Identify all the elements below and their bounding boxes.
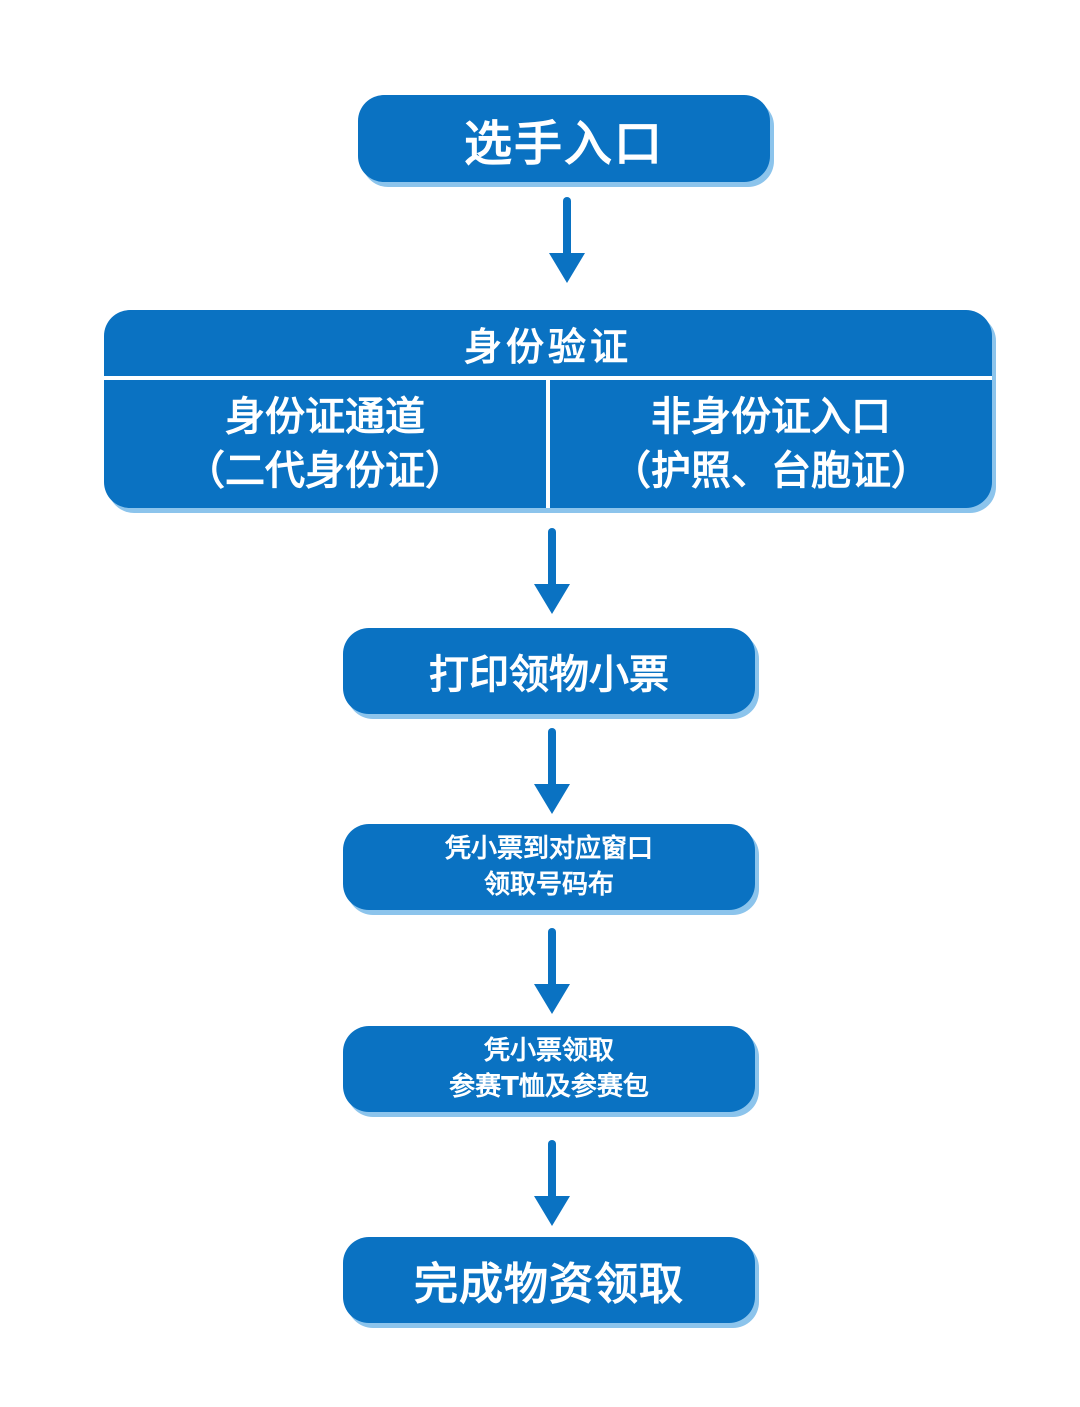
non-id-card-label: 非身份证入口 (651, 394, 891, 440)
verification-title: 身份验证 (104, 310, 992, 380)
arrow-down-icon (532, 528, 572, 616)
print-ticket-node: 打印领物小票 (343, 628, 755, 714)
print-ticket-label: 打印领物小票 (429, 652, 669, 698)
non-id-card-note: （护照、台胞证） (611, 448, 931, 494)
non-id-card-entrance: 非身份证入口 （护照、台胞证） (550, 380, 992, 508)
arrow-down-icon (532, 1140, 572, 1228)
collect-shirt-line1: 凭小票领取 (483, 1036, 614, 1066)
collect-shirt-node: 凭小票领取 参赛T恤及参赛包 (343, 1026, 755, 1112)
end-label: 完成物资领取 (414, 1259, 684, 1310)
arrow-down-icon (532, 928, 572, 1016)
identity-verification-node: 身份验证 身份证通道 （二代身份证） 非身份证入口 （护照、台胞证） (104, 310, 992, 508)
arrow-down-icon (532, 728, 572, 816)
id-card-channel-note: （二代身份证） (185, 448, 465, 494)
collect-shirt-line2: 参赛T恤及参赛包 (449, 1072, 649, 1102)
start-label: 选手入口 (463, 115, 664, 172)
id-card-channel: 身份证通道 （二代身份证） (104, 380, 546, 508)
collect-bib-node: 凭小票到对应窗口 领取号码布 (343, 824, 755, 910)
collect-bib-line2: 领取号码布 (483, 870, 614, 900)
end-node: 完成物资领取 (343, 1237, 755, 1323)
column-divider (546, 380, 550, 508)
arrow-down-icon (547, 197, 587, 285)
id-card-channel-label: 身份证通道 (225, 394, 425, 440)
start-node: 选手入口 (358, 95, 770, 182)
collect-bib-line1: 凭小票到对应窗口 (444, 834, 653, 864)
